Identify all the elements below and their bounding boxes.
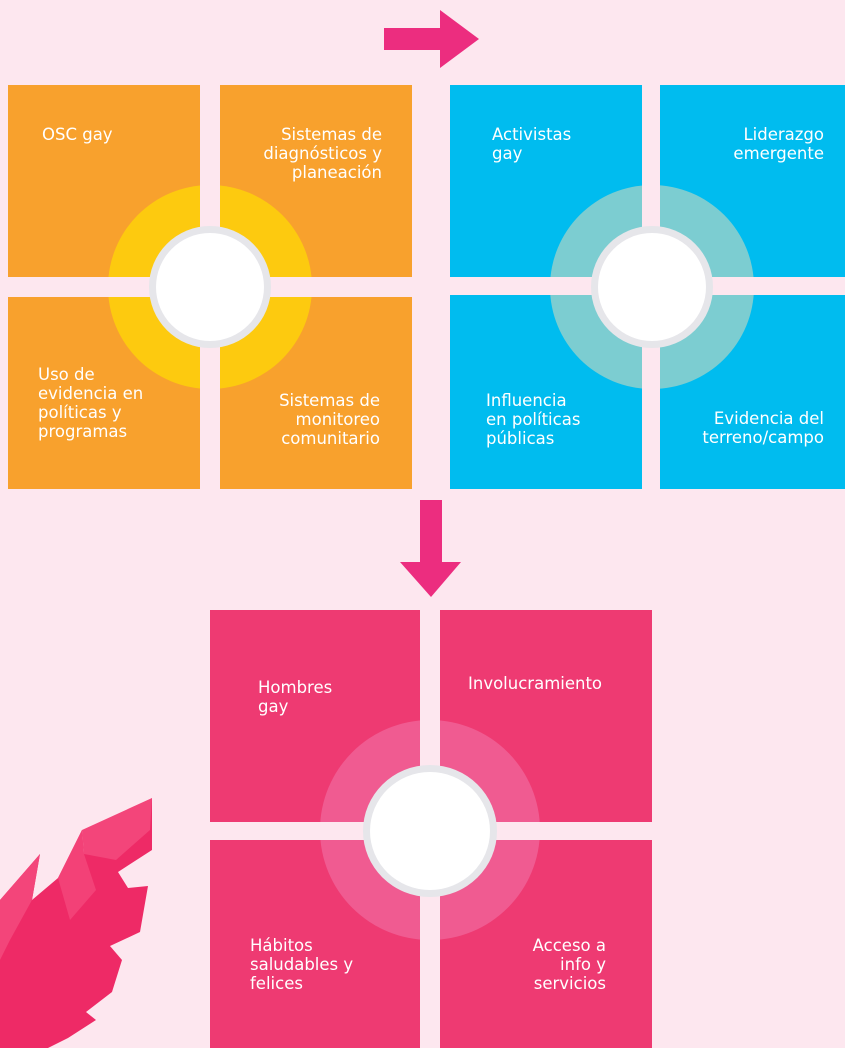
blue-center-circle [598,233,706,341]
orange-center-circle [156,233,264,341]
blue-label-top-left: Activistas gay [492,125,572,163]
pink-center-circle [370,772,490,890]
feather-icon [0,798,152,1048]
pink-label-bottom-left: Hábitos saludables y felices [250,936,354,993]
pink-label-top-right: Involucramiento [468,674,603,693]
pink-cluster: Hombres gay Involucramiento Hábitos salu… [210,610,652,1048]
blue-label-bottom-right: Evidencia del terreno/campo [702,409,824,447]
orange-label-bottom-right: Sistemas de monitoreo comunitario [279,391,380,448]
arrow-right-icon [384,10,479,68]
pink-label-bottom-right: Acceso a info y servicios [532,936,606,993]
orange-label-bottom-left: Uso de evidencia en políticas y programa… [38,365,144,441]
blue-cluster: Activistas gay Liderazgo emergente Influ… [450,85,845,489]
blue-label-bottom-left: Influencia en políticas públicas [486,391,581,448]
orange-label-top-left: OSC gay [42,125,113,144]
arrow-down-icon [400,500,461,597]
orange-cluster: OSC gay Sistemas de diagnósticos y plane… [8,85,412,489]
blue-label-top-right: Liderazgo emergente [733,125,824,163]
orange-label-top-right: Sistemas de diagnósticos y planeación [263,125,382,182]
pink-label-top-left: Hombres gay [258,678,333,716]
